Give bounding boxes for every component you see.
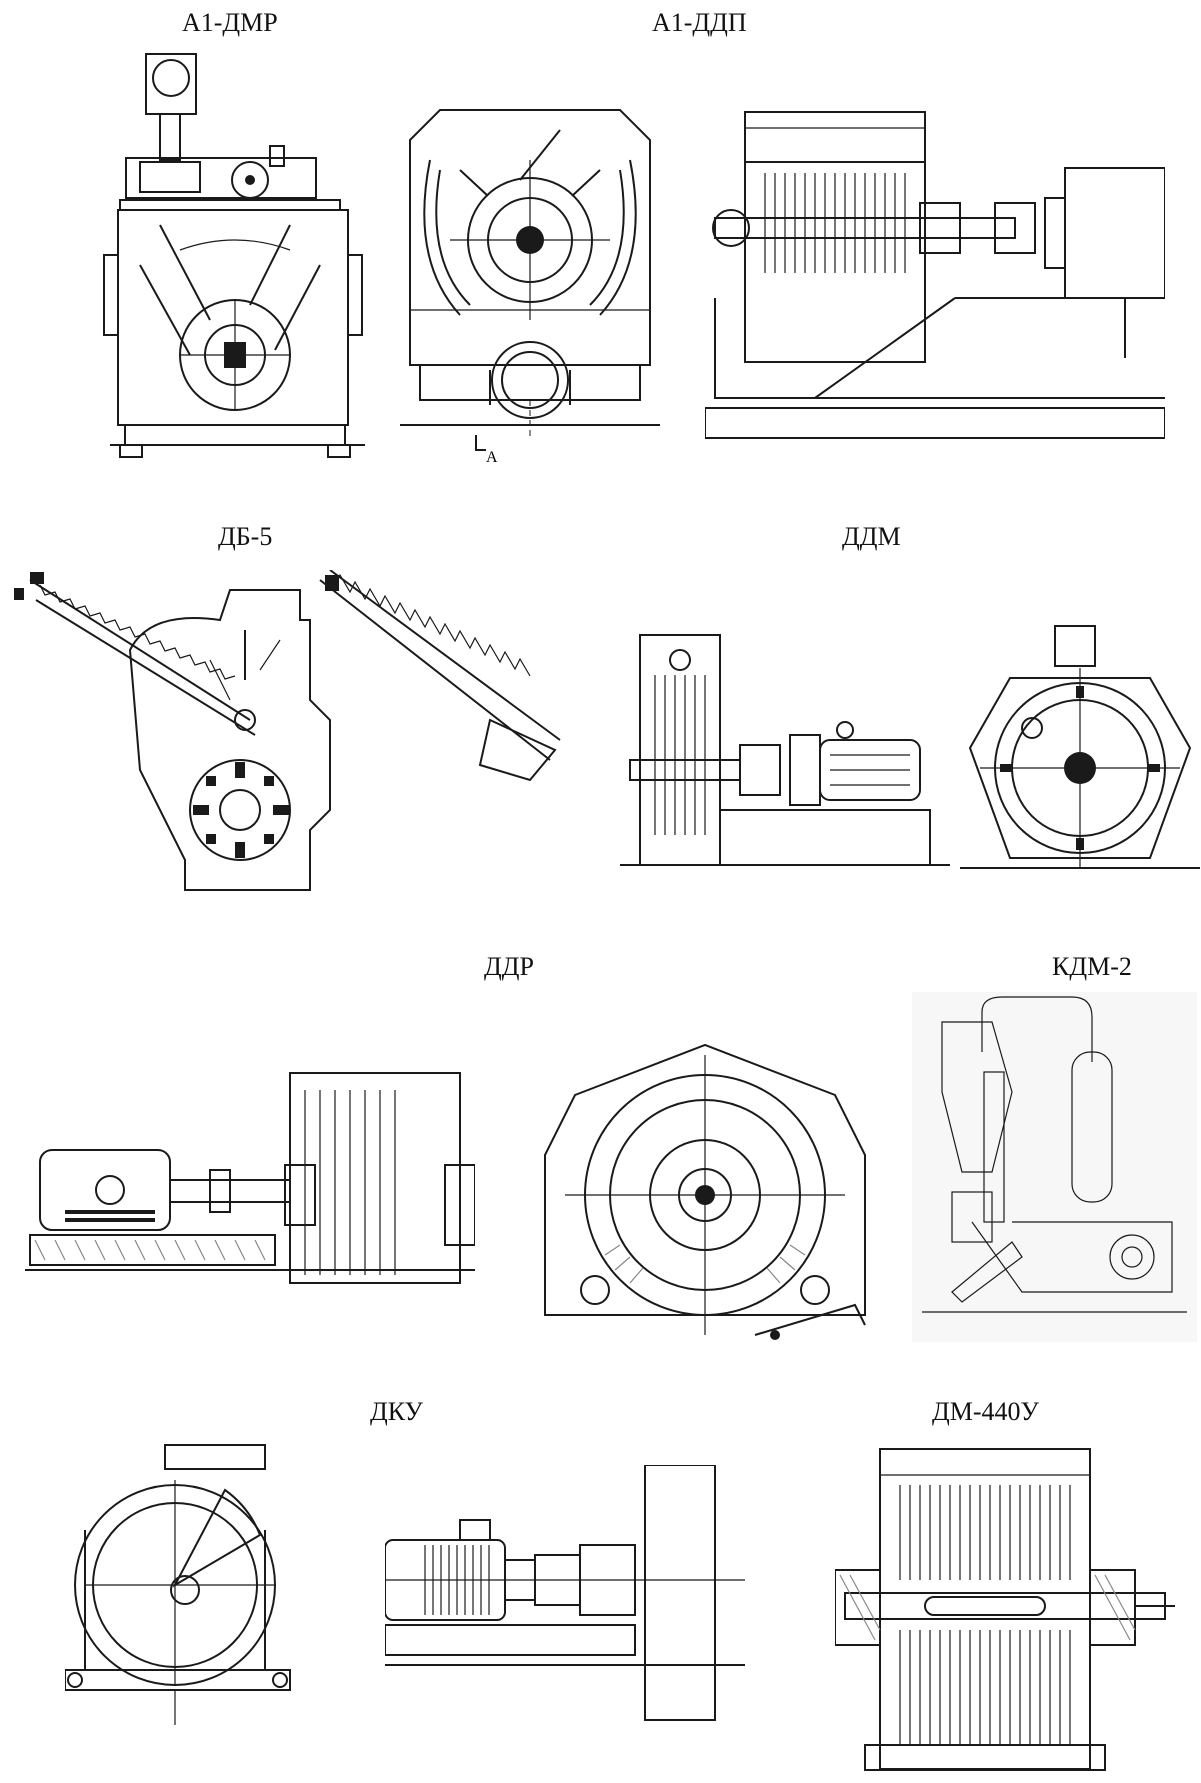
- drawing-a1-ddp-section: А: [400, 100, 660, 470]
- drawing-ddr-side: [25, 1065, 475, 1315]
- label-kdm2: КДМ-2: [1052, 952, 1132, 981]
- drawing-kdm2: [912, 992, 1197, 1342]
- section-mark: А: [486, 449, 498, 466]
- drawing-a1-dmr: [100, 50, 400, 470]
- drawing-a1-ddp-side: [705, 108, 1165, 448]
- label-a1-ddp: А1-ДДП: [652, 8, 747, 37]
- label-ddm: ДДМ: [842, 522, 901, 551]
- label-a1-dmr: А1-ДМР: [182, 8, 278, 37]
- drawing-db5: [10, 570, 570, 900]
- label-db5: ДБ-5: [218, 522, 273, 551]
- drawing-ddm-section: [960, 618, 1200, 878]
- drawing-dku-side: [385, 1465, 745, 1730]
- label-dm440u: ДМ-440У: [932, 1397, 1039, 1426]
- drawing-ddr-section: [525, 1035, 885, 1345]
- label-dku: ДКУ: [370, 1397, 423, 1426]
- drawing-ddm-side: [620, 625, 950, 875]
- drawing-dku-front: [65, 1440, 300, 1740]
- label-ddr: ДДР: [484, 952, 534, 981]
- drawing-dm440u: [835, 1445, 1175, 1775]
